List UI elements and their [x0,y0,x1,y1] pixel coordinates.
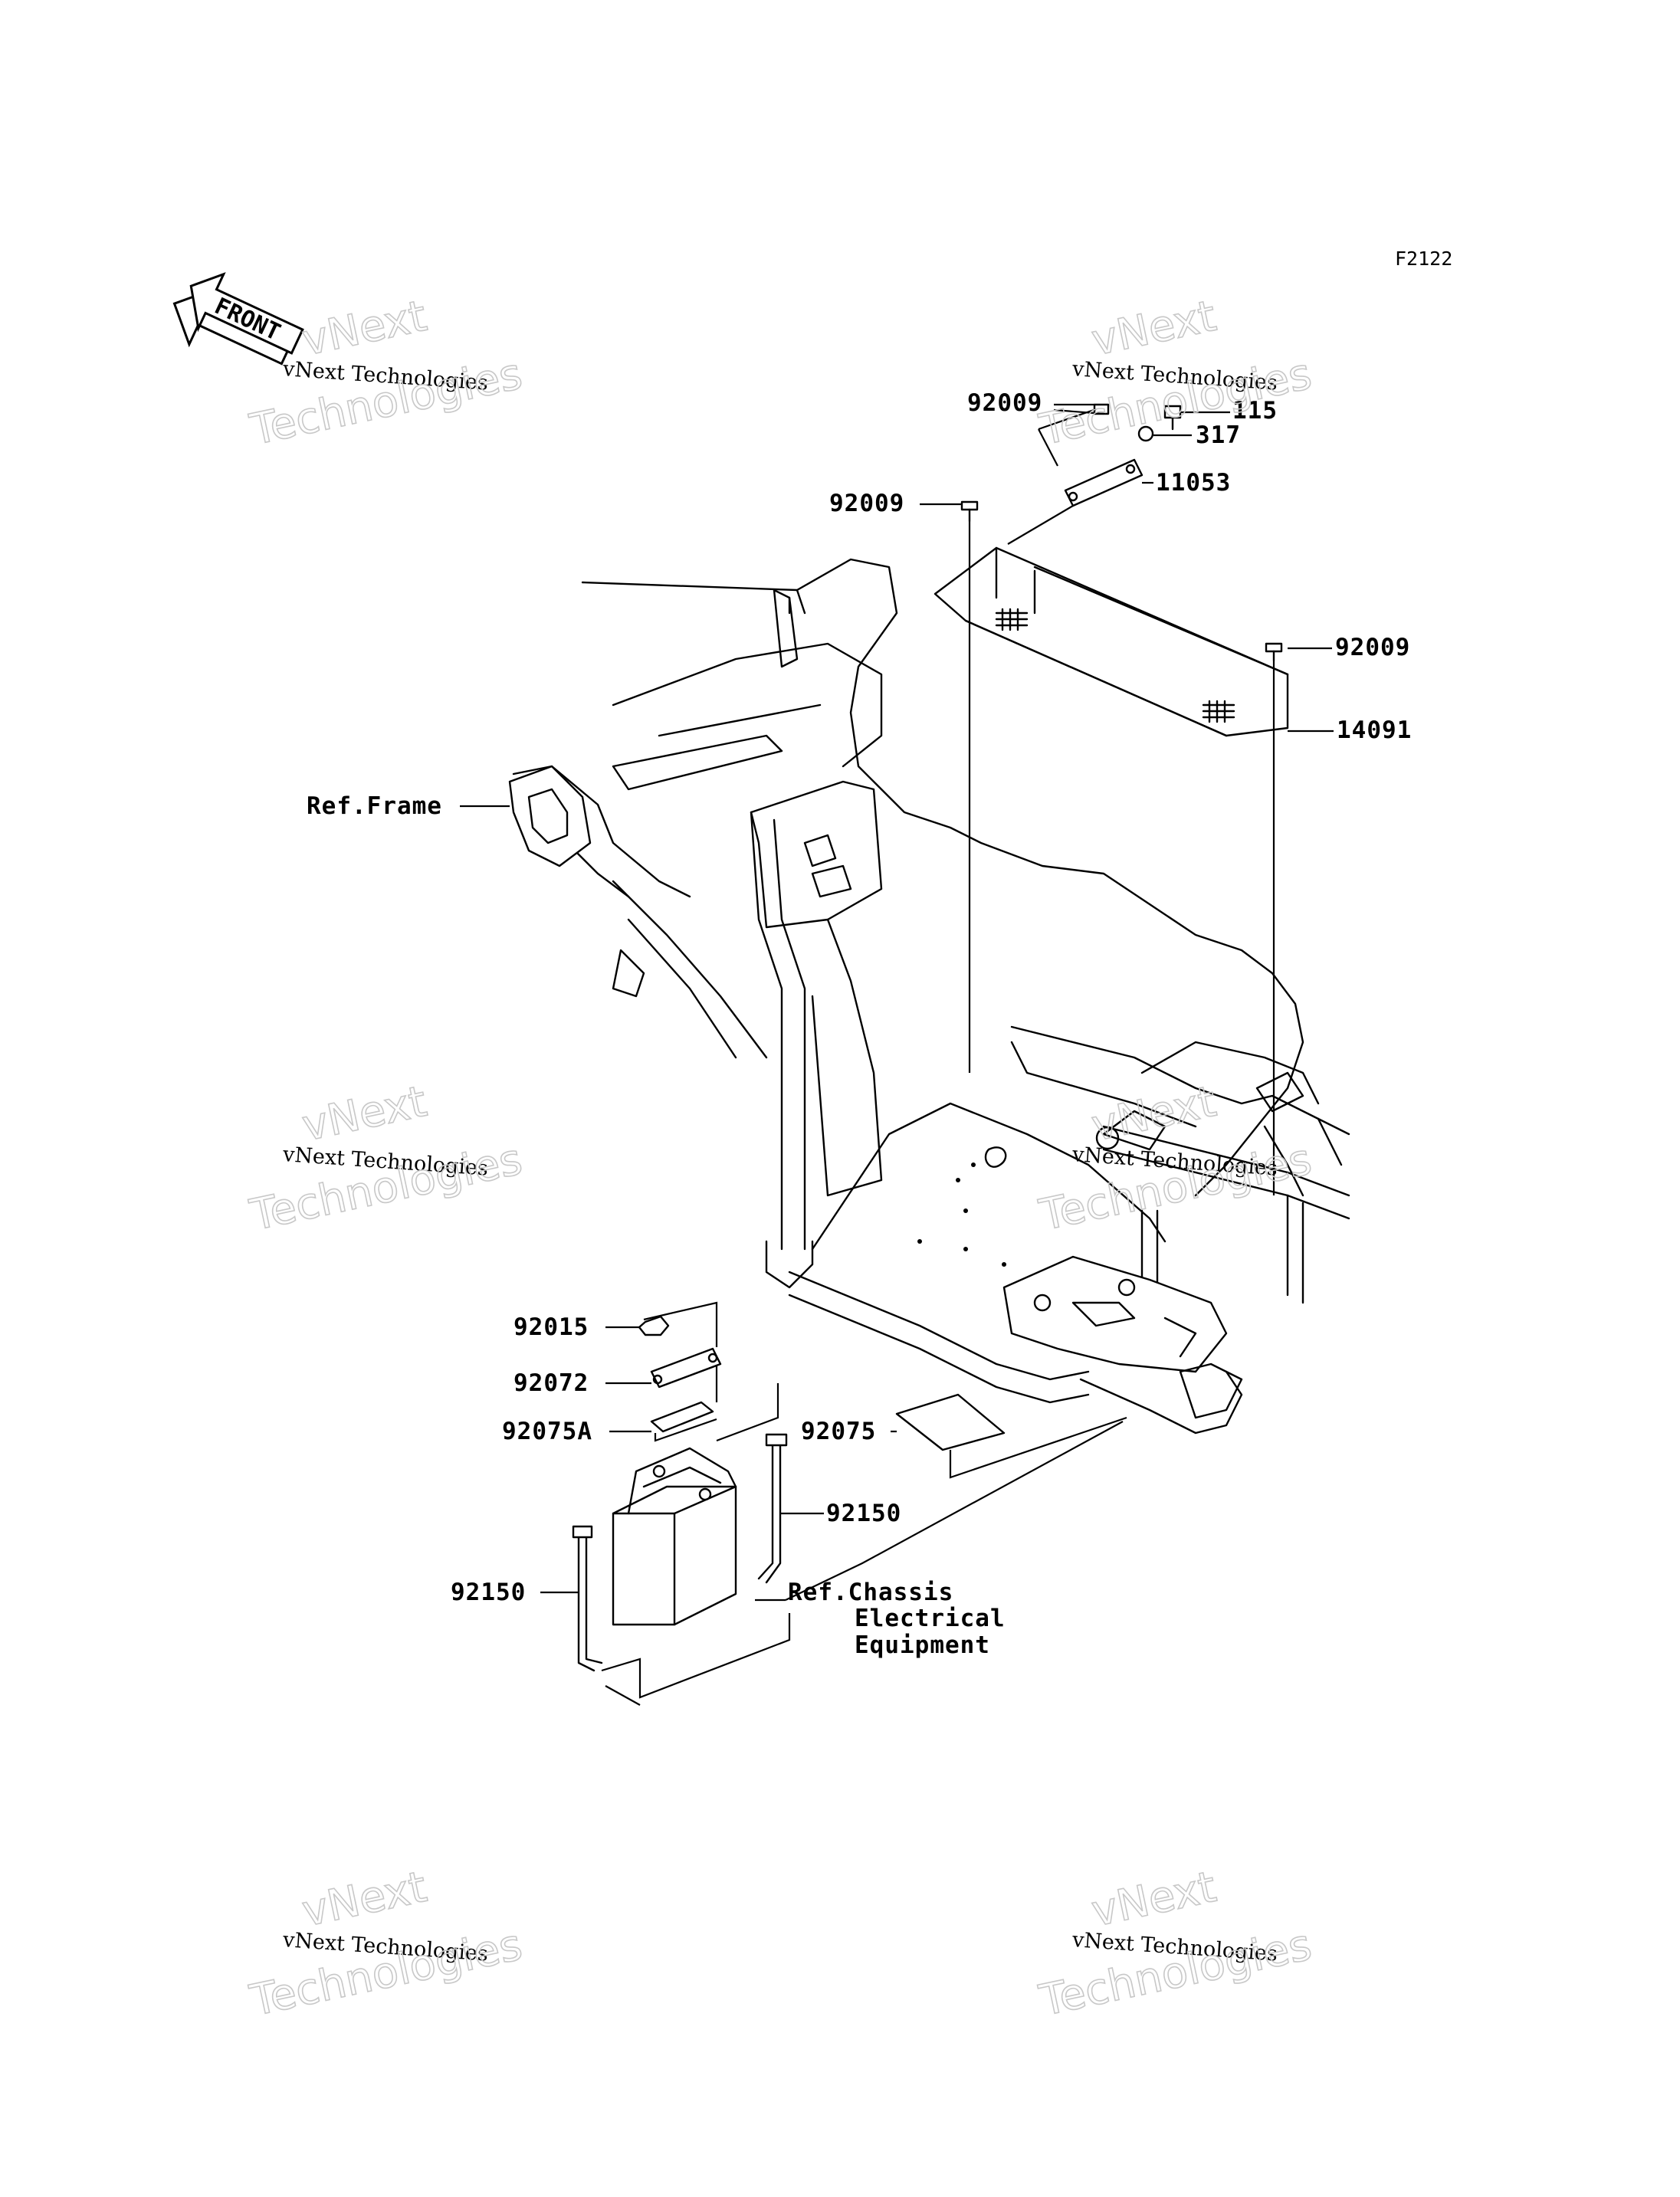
cover-plate-14091 [934,546,1289,737]
label-92015: 92015 [514,1313,589,1341]
washer-317 [1137,425,1154,442]
label-317: 317 [1196,421,1241,449]
bolt-92009-c [1265,642,1283,662]
label-14091: 14091 [1337,716,1412,744]
label-11053: 11053 [1156,469,1231,497]
label-92072: 92072 [514,1369,589,1397]
watermark-text: vNext [298,291,431,366]
vehicle-frame [508,558,1350,1435]
label-92009-mid: 92009 [829,490,904,517]
grip-pattern [995,608,1235,723]
label-92075A: 92075A [502,1418,592,1445]
battery-assembly [572,1315,1006,1672]
label-ref-chassis-electrical: Electrical [855,1605,1006,1632]
bracket-11053 [1064,458,1144,507]
watermark-bottom-right: vNext vNext Technologies Technologies [1035,1861,1317,2027]
bolt-115 [1163,405,1182,431]
bolt-92009-b [960,500,979,523]
label-92009-right: 92009 [1335,634,1410,661]
label-ref-chassis: Ref.Chassis [788,1579,953,1606]
watermark-text: vNext [1088,291,1221,366]
watermark-mid-left: vNext vNext Technologies Technologies [245,1076,527,1241]
watermark-top-right: vNext vNext Technologies Technologies [1035,290,1317,456]
leader-lines [460,403,1334,1706]
watermark-text: vNext [1088,1077,1221,1152]
callout-labels: 92009 115 317 11053 92009 92009 14091 Re… [307,389,1412,1659]
label-ref-chassis-equipment: Equipment [855,1631,990,1659]
watermark-top-left: vNext vNext Technologies Technologies [245,290,527,456]
label-92009-top: 92009 [967,389,1042,417]
label-115: 115 [1232,397,1278,425]
figure-code: F2122 [1395,248,1452,270]
bolt-92009-a [1093,403,1110,415]
watermark-text: vNext [1088,1862,1221,1937]
watermark-text: vNext [298,1077,431,1152]
watermark-text: vNext [298,1862,431,1937]
label-92150-left: 92150 [451,1579,526,1606]
label-92150-right: 92150 [826,1500,901,1527]
label-ref-frame: Ref.Frame [307,792,442,820]
label-92075: 92075 [801,1418,876,1445]
watermark-bottom-left: vNext vNext Technologies Technologies [245,1861,527,2027]
